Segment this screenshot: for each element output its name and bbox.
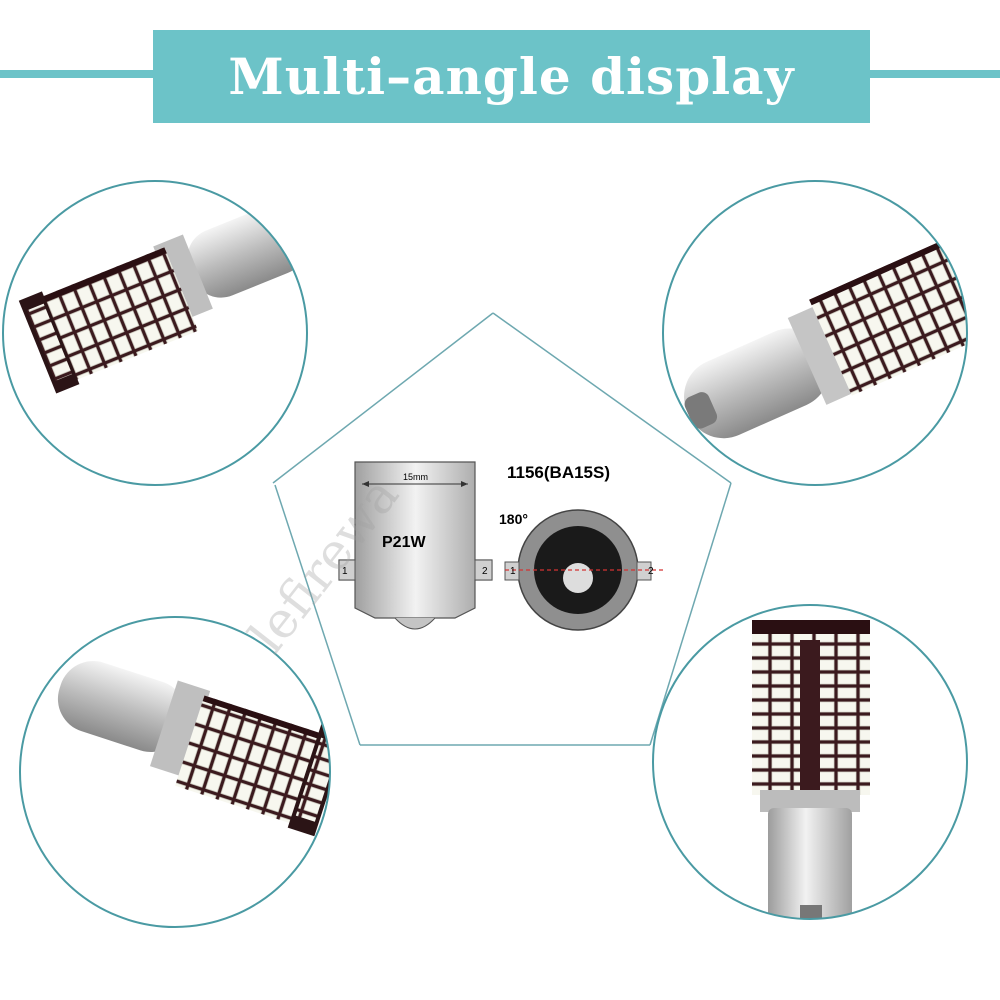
frame-top-left: [2, 180, 308, 486]
pin-1-left-label: 1: [342, 566, 348, 577]
pin-angle-label: 180°: [499, 511, 528, 527]
frame-bottom-right: [652, 604, 968, 920]
pin-2-left-label: 2: [482, 566, 488, 577]
bulb-type-label: P21W: [382, 534, 426, 551]
pin-1-right-label: 1: [510, 566, 516, 577]
dimension-label: 15mm: [403, 472, 429, 482]
connector-lines: [272, 312, 732, 746]
bulb-photo-bottom-left: [20, 617, 330, 927]
base-model-label: 1156(BA15S): [507, 463, 611, 482]
pin-2-right-label: 2: [648, 566, 654, 577]
bulb-dimension-diagram: [338, 461, 493, 630]
frame-bottom-left: [19, 616, 331, 928]
bulb-photo-top-right: [663, 181, 967, 485]
frame-top-right: [662, 180, 968, 486]
bulb-photo-bottom-right: [653, 605, 967, 919]
page-title: Multi–angle display: [228, 47, 795, 106]
title-banner: Multi–angle display: [153, 30, 870, 123]
bulb-base-front-diagram: [504, 509, 665, 631]
bulb-photo-top-left: [3, 181, 307, 485]
